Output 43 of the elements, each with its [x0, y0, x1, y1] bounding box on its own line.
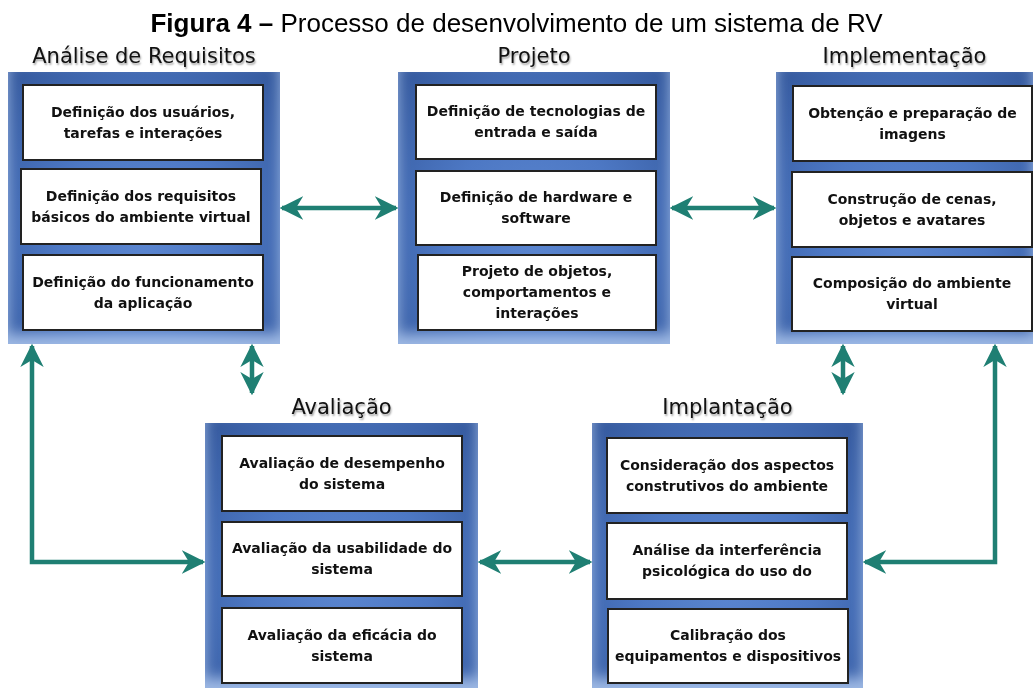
process-box: [606, 437, 848, 514]
panel-title: Implementação: [821, 43, 988, 70]
box-text: Definição do funcionamento da aplicação: [31, 272, 255, 313]
figure-title: Figura 4 – Processo de desenvolvimento de um sistema de RV: [149, 8, 884, 38]
process-box: [792, 85, 1033, 162]
process-box: [22, 84, 264, 161]
box-text: Consideração dos aspectos construtivos do ambiente: [618, 455, 836, 496]
box-text: Composição do ambiente virtual: [811, 274, 1013, 314]
double-arrow: [279, 196, 399, 220]
process-box: [415, 170, 657, 246]
panel-title: Implantação: [661, 394, 794, 421]
process-box: [415, 84, 657, 160]
process-box: [221, 607, 463, 684]
double-arrow: [831, 343, 855, 396]
box-text: Avaliação da usabilidade do sistema: [230, 539, 454, 579]
box-text: Obtenção e preparação de imagens: [807, 103, 1018, 144]
double-arrow: [669, 196, 777, 220]
double-arrow: [20, 343, 206, 574]
double-arrow: [862, 343, 1007, 574]
process-box: [22, 254, 264, 331]
box-text: Análise da interferência psicológica do uso do: [631, 541, 823, 581]
process-box: [221, 435, 463, 512]
box-text: Definição de hardware e software: [438, 188, 634, 228]
process-box: [791, 256, 1033, 332]
box-text: Avaliação da eficácia do sistema: [246, 625, 438, 666]
double-arrow: [240, 343, 264, 396]
process-box: [791, 171, 1033, 248]
process-box: [607, 608, 849, 684]
box-text: Definição de tecnologias de entrada e saída: [425, 102, 647, 142]
box-text: Construção de cenas, objetos e avatares: [826, 189, 998, 230]
panel-title: Projeto: [496, 43, 572, 70]
process-box: [20, 168, 262, 245]
panel-title: Análise de Requisitos: [31, 43, 257, 70]
box-text: Avaliação de desempenho do sistema: [238, 453, 446, 494]
double-arrow: [477, 550, 593, 574]
panel-title: Avaliação: [290, 394, 393, 421]
box-text: Definição dos usuários, tarefas e interações: [50, 102, 236, 143]
box-text: Projeto de objetos, comportamentos e interações: [460, 262, 614, 323]
process-box: [606, 522, 848, 600]
box-text: Calibração dos equipamentos e dispositivos: [613, 626, 843, 666]
process-box: [221, 521, 463, 597]
process-box: [417, 254, 657, 331]
box-text: Definição dos requisitos básicos do ambiente virtual: [30, 186, 252, 227]
